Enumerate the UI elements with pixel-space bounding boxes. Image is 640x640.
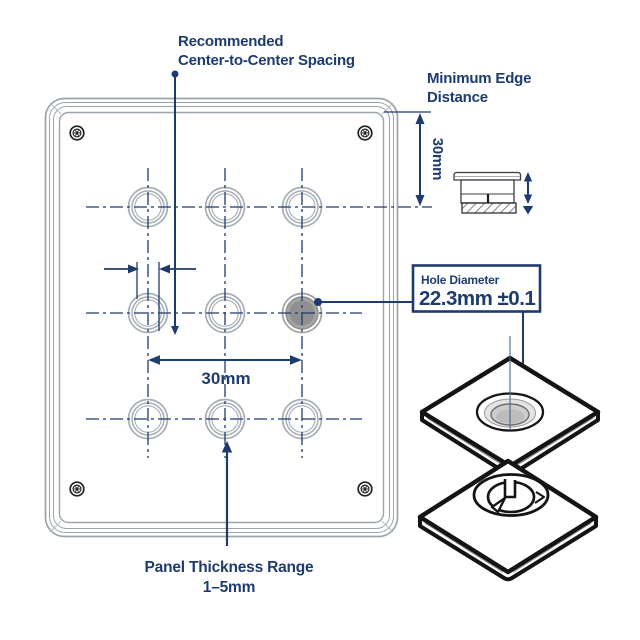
pointer-arrowhead xyxy=(221,441,233,453)
dimension-arrow xyxy=(415,195,425,206)
corner-mitre-lines xyxy=(49,102,394,533)
section-panel-hatched xyxy=(461,202,517,214)
dimension-arrow xyxy=(290,355,302,365)
section-thickness-arrows xyxy=(522,172,534,215)
corner-screw xyxy=(357,481,373,497)
center-spacing-annotation: Recommended Center-to-Center Spacing xyxy=(104,33,355,335)
exploded-bezel-bottom xyxy=(417,458,599,582)
dimension-arrow xyxy=(523,172,533,182)
dimension-arrow xyxy=(522,206,534,215)
key-post xyxy=(503,479,517,499)
dimension-arrow xyxy=(159,264,170,274)
panel-bevel-edge-2 xyxy=(53,106,390,529)
spacing-dimension-small xyxy=(104,262,196,331)
center-spacing-value: 30mm xyxy=(201,369,250,388)
edge-distance-label-line2: Distance xyxy=(427,89,488,106)
edge-distance-value: 30mm xyxy=(429,138,446,181)
panel-front-view xyxy=(44,97,432,538)
hole-diameter-value: 22.3mm ±0.1 xyxy=(419,287,535,310)
key-notch-right xyxy=(534,491,545,504)
center-spacing-label-line1: Recommended xyxy=(178,33,283,50)
hole-diameter-label: Hole Diameter xyxy=(421,273,500,287)
chamfer-line xyxy=(424,522,504,573)
panel-thickness-label-line1: Panel Thickness Range xyxy=(145,559,315,576)
callout-box xyxy=(411,264,542,313)
hole-diameter-callout: Hole Diameter 22.3mm ±0.1 xyxy=(314,264,542,393)
leader-arrowhead xyxy=(171,326,179,335)
chamfer-line xyxy=(512,522,592,573)
chamfer-line xyxy=(426,417,507,468)
dimension-arrow xyxy=(415,113,425,124)
hole-centerlines xyxy=(86,168,432,458)
exploded-bezel-view xyxy=(417,336,601,582)
panel-thickness-annotation: Panel Thickness Range 1–5mm xyxy=(145,441,315,596)
center-spacing-label-line2: Center-to-Center Spacing xyxy=(178,52,355,69)
cross-section-view xyxy=(453,171,534,215)
dimension-arrow xyxy=(148,355,160,365)
corner-screw xyxy=(357,125,373,141)
key-notch-left xyxy=(490,496,507,514)
corner-screw xyxy=(69,481,85,497)
corner-screw xyxy=(69,125,85,141)
dimension-arrow xyxy=(128,264,139,274)
spacing-dimension-horizontal: 30mm xyxy=(148,355,302,388)
edge-distance-label-line1: Minimum Edge xyxy=(427,70,531,87)
panel-bevel-edge-1 xyxy=(49,102,394,533)
dimension-arrow xyxy=(523,194,533,204)
panel-face-edge xyxy=(58,111,385,524)
panel-outer-edge xyxy=(44,97,399,538)
panel-thickness-label-line2: 1–5mm xyxy=(203,579,255,596)
edge-distance-annotation: Minimum Edge Distance 30mm xyxy=(384,70,531,206)
corner-screws xyxy=(69,125,373,497)
chamfer-line xyxy=(513,417,594,468)
